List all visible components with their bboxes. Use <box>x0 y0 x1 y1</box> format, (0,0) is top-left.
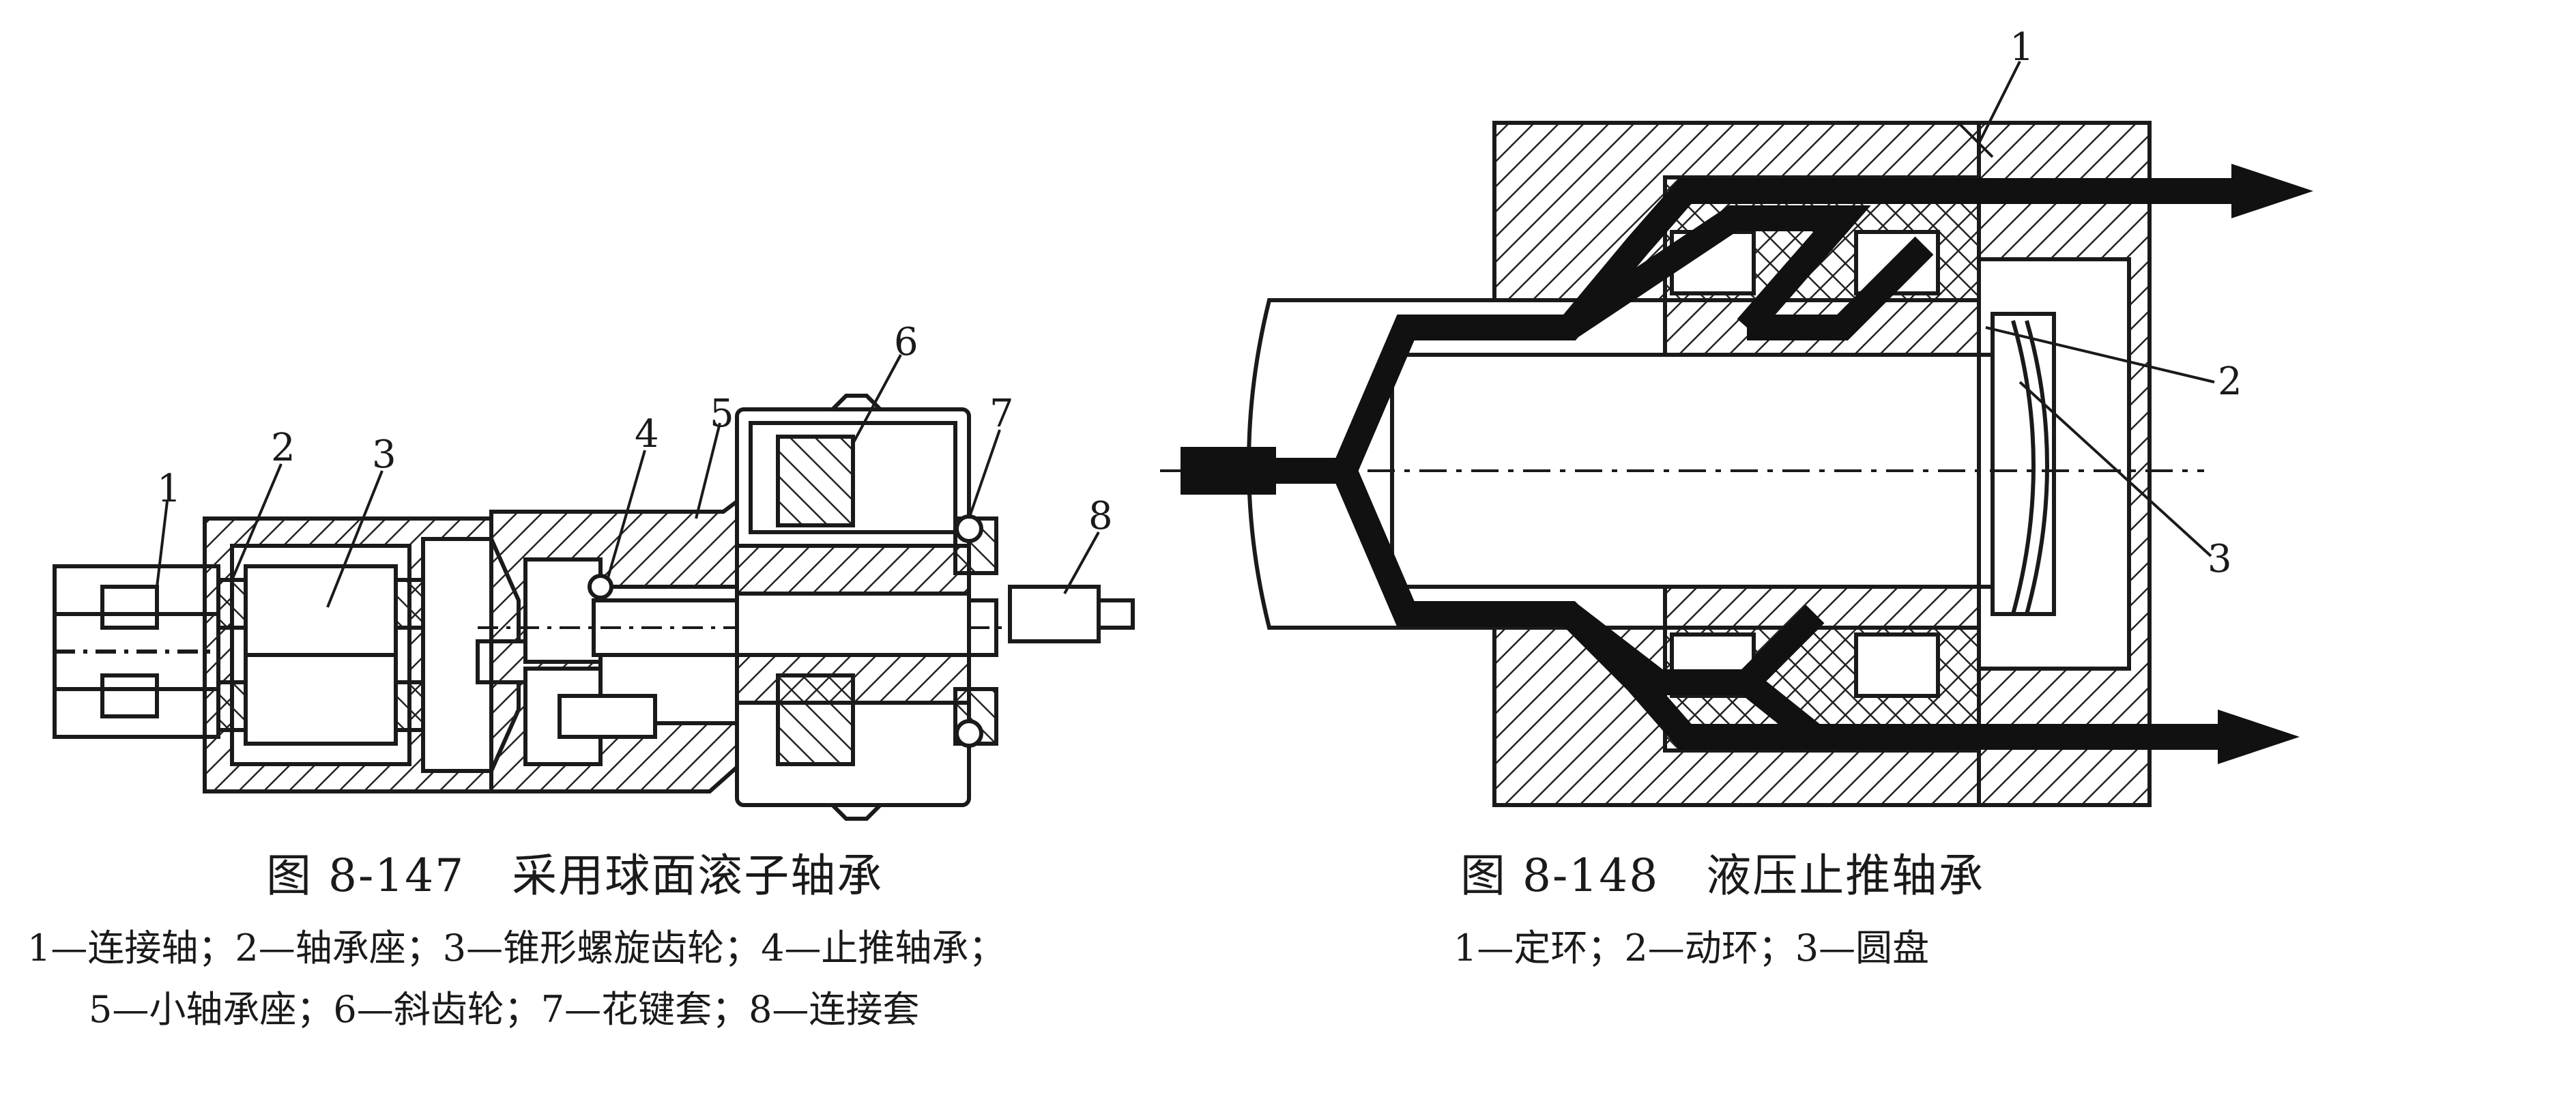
figure-147-caption: 图 8-147 采用球面滚子轴承 <box>266 839 883 905</box>
callout-147-8: 8 <box>1088 494 1113 538</box>
figure-148-legend-line-1: 1—定环；2—动环；3—圆盘 <box>1453 927 1930 970</box>
callout-148-3: 3 <box>2208 537 2232 581</box>
arrow-bottom-icon <box>2218 710 2300 764</box>
callout-147-7: 7 <box>989 392 1014 436</box>
figure-147-legend-line-1: 1—连接轴；2—轴承座；3—锥形螺旋齿轮；4—止推轴承； <box>27 927 1006 970</box>
figure-147-drawing <box>53 354 1135 821</box>
figure-148-caption: 图 8-148 液压止推轴承 <box>1460 839 1984 905</box>
callout-147-5: 5 <box>710 392 734 436</box>
callout-147-1: 1 <box>157 467 182 511</box>
figure-148-leaders <box>1978 61 2215 557</box>
figure-147-legend-line-2: 5—小轴承座；6—斜齿轮；7—花键套；8—连接套 <box>89 988 920 1031</box>
callout-147-3: 3 <box>372 433 396 477</box>
figure-148-number: 图 8-148 <box>1460 849 1660 902</box>
figure-147-number: 图 8-147 <box>266 849 465 902</box>
figure-147-callouts: 1 2 3 4 5 6 7 8 <box>157 320 1113 538</box>
figure-148-title: 液压止推轴承 <box>1706 849 1985 902</box>
callout-147-2: 2 <box>271 426 295 470</box>
figure-147-title: 采用球面滚子轴承 <box>512 849 884 902</box>
callout-147-6: 6 <box>894 320 918 364</box>
callout-147-4: 4 <box>635 412 659 456</box>
arrow-top-icon <box>2231 164 2313 218</box>
oil-passages <box>1276 178 2231 750</box>
oil-inlet-block <box>1181 447 1276 495</box>
callout-148-1: 1 <box>2010 25 2034 70</box>
callout-148-2: 2 <box>2218 360 2242 404</box>
figure-148-callouts: 1 2 3 <box>2010 25 2242 581</box>
